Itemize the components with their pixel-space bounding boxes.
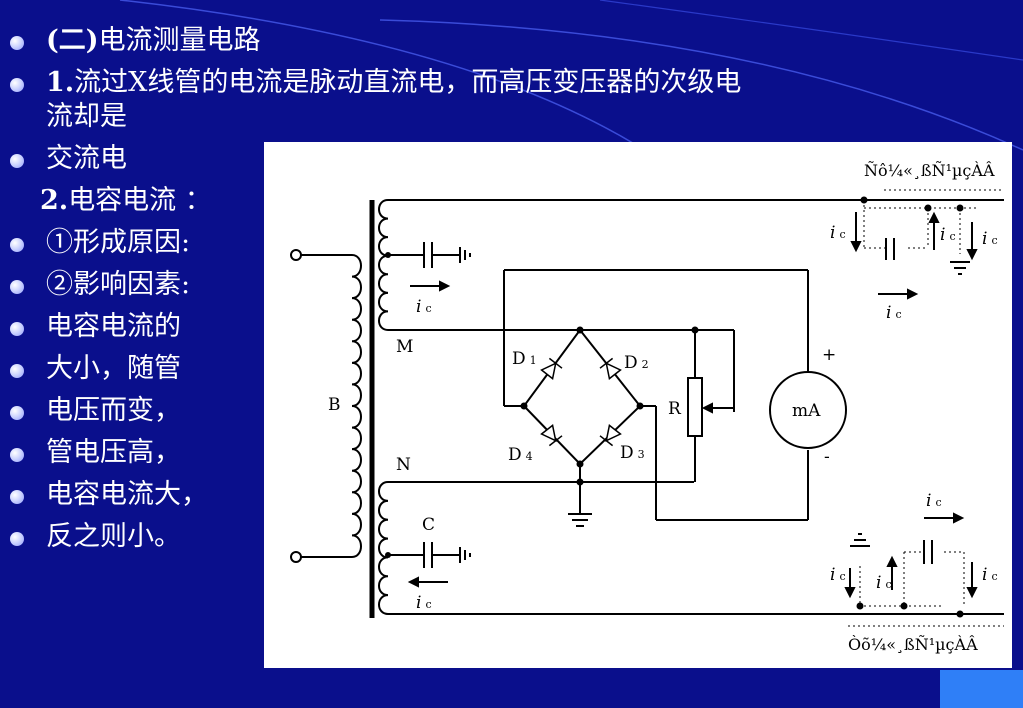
bullet-body: 电压而变， (46, 395, 181, 426)
bullet-text: 交流电 (46, 142, 127, 176)
bullet-prefix: 1. (46, 67, 75, 98)
bullet-dot-icon (10, 448, 24, 462)
node-n-label: N (396, 455, 411, 475)
bullet-dot-icon (10, 280, 24, 294)
bottom-cable-label: Òõ¼«¸ßÑ¹µçÀÂ (848, 634, 978, 654)
bullet-text: 电容电流大， (46, 478, 208, 512)
bullet-dot-icon (10, 154, 24, 168)
bullet-dot-icon (10, 322, 24, 336)
bullet-body: 交流电 (46, 143, 127, 174)
meter-plus: + (822, 345, 836, 365)
capacitor-label: C (422, 515, 435, 535)
bullet-text: 电容电流的 (46, 310, 181, 344)
bullet-dot-icon (10, 532, 24, 546)
bullet-prefix: 2. (40, 185, 69, 216)
bullet-body: 大小，随管 (46, 353, 181, 384)
bullet-text: (二)电流测量电路 (46, 24, 261, 58)
resistor-label: R (668, 399, 682, 419)
bullet-body: 流却是 (46, 101, 127, 132)
bullet-body: 电容电流大， (46, 479, 208, 510)
bullet-body: ①形成原因: (46, 227, 191, 258)
transformer-label: B (328, 395, 341, 415)
bullet-dot-icon (10, 406, 24, 420)
bullet-text: 流却是 (46, 100, 127, 134)
circuit-figure: Ñô¼«¸ßÑ¹µçÀÂ Òõ¼«¸ßÑ¹µçÀÂ B M N C R mA +… (264, 142, 1012, 668)
bullet-text: 2.电容电流 ： (40, 184, 212, 218)
bullet-body: ②影响因素: (46, 269, 191, 300)
bullet-body: 流过X线管的电流是脉动直流电，而高压变压器的次级电 (74, 67, 742, 98)
bullet-text: 反之则小。 (46, 520, 181, 554)
bullet-text: 大小，随管 (46, 352, 181, 386)
bullet-text: 电压而变， (46, 394, 181, 428)
meter-minus: - (824, 447, 830, 467)
bullet-text: ①形成原因: (46, 226, 190, 260)
bullet-text: 1.流过X线管的电流是脉动直流电，而高压变压器的次级电 (46, 66, 741, 100)
corner-accent-block (940, 670, 1023, 708)
bullet-dot-icon (10, 36, 24, 50)
bullet-dot-icon (10, 490, 24, 504)
bullet-dot-icon (10, 364, 24, 378)
meter-label: mA (792, 401, 821, 421)
top-cable-label: Ñô¼«¸ßÑ¹µçÀÂ (864, 160, 995, 180)
bullet-body: 管电压高， (46, 437, 181, 468)
bullet-body: 反之则小。 (46, 521, 181, 552)
bullet-text: ②影响因素: (46, 268, 190, 302)
bullet-body: 电容电流的 (46, 311, 181, 342)
bullet-body: 电流测量电路 (98, 25, 261, 56)
bullet-dot-icon (10, 78, 24, 92)
node-m-label: M (396, 337, 413, 357)
bullet-text: 管电压高， (46, 436, 181, 470)
bullet-prefix: (二) (46, 25, 99, 56)
bullet-dot-icon (10, 238, 24, 252)
bullet-body: 电容电流 ： (68, 185, 212, 216)
